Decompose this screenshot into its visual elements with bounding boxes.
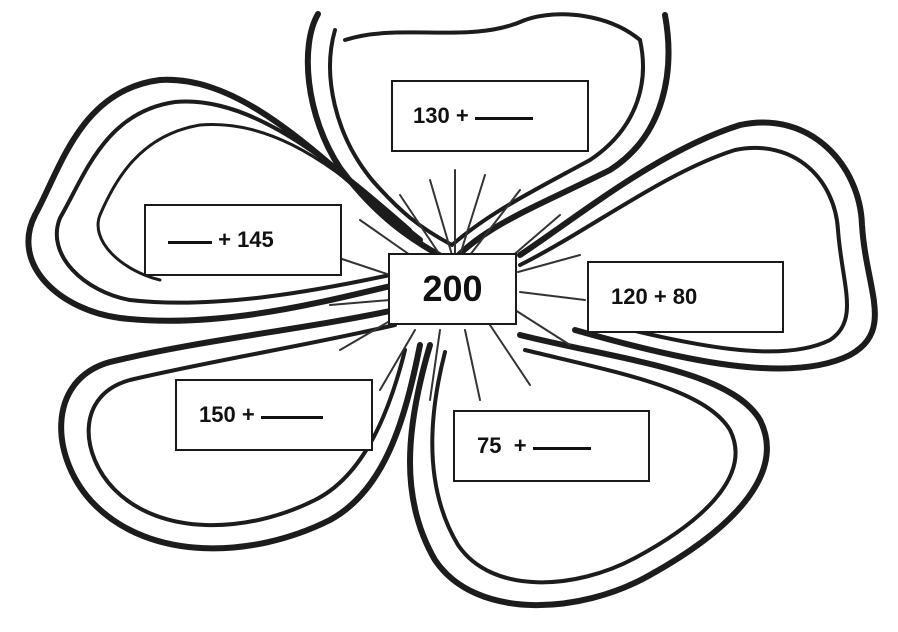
petal-box-right: 120 + 80 [587,261,784,333]
answer-blank[interactable] [168,241,212,244]
answer-blank[interactable] [261,416,323,419]
target-number: 200 [422,268,482,310]
answer-blank[interactable] [475,117,533,120]
petal-box-bottom-left: 150 + [175,379,373,451]
expression-left: 130 + [413,103,475,129]
expression-right: + 145 [212,227,274,253]
petal-box-top: 130 + [391,80,589,152]
expression-left: 75 + [477,433,533,459]
target-number-box: 200 [388,253,517,325]
expression-left: 120 + 80 [611,284,697,310]
petal-top-curl [345,14,640,40]
petal-box-bottom-right: 75 + [453,410,650,482]
petal-box-left: + 145 [144,204,342,276]
answer-blank[interactable] [533,447,591,450]
expression-left: 150 + [199,402,261,428]
